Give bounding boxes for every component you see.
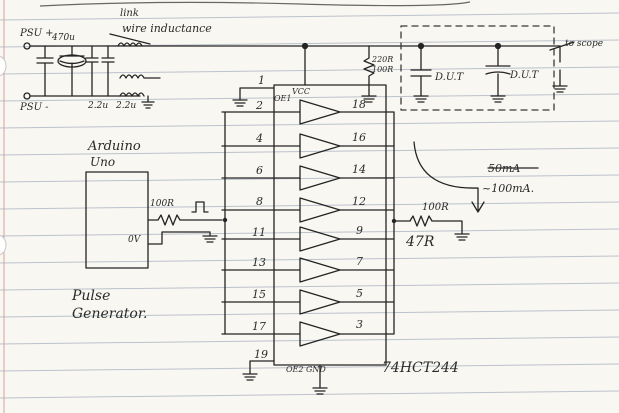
psu-minus-label: PSU -	[19, 102, 49, 113]
uno-label: Uno	[90, 155, 115, 169]
pin-number-right: 3	[356, 318, 363, 331]
pin-number-left: 4	[255, 132, 263, 145]
chip-part-label: 74HCT244	[382, 360, 459, 376]
pin19-ground	[242, 360, 275, 381]
pin-number-left: 6	[256, 164, 263, 177]
pin-number-left: 13	[252, 256, 266, 269]
inductor-a-label: 2.2u	[87, 101, 108, 111]
pin-number-left: 15	[252, 288, 266, 301]
pin-number-left: 17	[252, 320, 266, 333]
link-label: link	[120, 8, 139, 19]
inductance-coil-top	[117, 42, 143, 47]
rule-lines	[0, 12, 619, 399]
current-label: ~100mA.	[482, 182, 534, 195]
load-resistor-47r	[393, 215, 470, 241]
buffer-wiring	[221, 111, 395, 335]
oe1-pin-label: OE1	[274, 94, 292, 103]
inductance-coil-mid	[119, 74, 161, 79]
dut-dashed-box	[400, 25, 555, 111]
inductor-b-label: 2.2u	[115, 101, 136, 111]
res-100r-output-label: 100R	[150, 199, 174, 209]
pin-number-left: 2	[255, 99, 263, 112]
dut-a-label: D.U.T	[434, 72, 465, 83]
pin-number-right: 7	[356, 255, 363, 268]
pin-number-right: 16	[352, 131, 366, 144]
psu-ground-symbol	[141, 95, 155, 109]
pulse-label: Pulse	[71, 288, 110, 304]
pin-number-right: 9	[356, 224, 363, 237]
pin-number-left: 1	[258, 74, 265, 87]
wire-inductance-label: wire inductance	[122, 22, 212, 35]
junction-dots	[222, 217, 397, 224]
link-arrow	[109, 33, 151, 45]
pin-number-left: 8	[256, 195, 263, 208]
electrolytic-capacitor-symbol	[57, 45, 87, 97]
pulse-waveform-icon	[191, 201, 209, 213]
resistor-220r-symbol	[363, 45, 375, 91]
pin-number-left: 19	[254, 348, 268, 361]
pin-number-right: 12	[352, 195, 366, 208]
cut-off-heading-scribble	[39, 1, 471, 7]
to-scope-arrow	[549, 41, 575, 51]
dut-capacitor-a-symbol	[410, 45, 432, 103]
current-flow-arrow	[413, 141, 485, 213]
capacitor-470u-symbol	[36, 45, 54, 97]
to-scope-label: to scope	[565, 39, 603, 49]
chip-gnd-symbol	[312, 364, 328, 395]
generator-label: Generator.	[72, 306, 147, 322]
res-220r-label: 220R	[371, 55, 393, 64]
pin1-oe-ground	[232, 87, 275, 107]
cap-470u-label: 470u	[51, 33, 75, 43]
resistor-100r-output	[147, 214, 223, 226]
ic-74hct244-body	[273, 84, 387, 366]
scope-probe-symbol	[552, 45, 568, 93]
strikethrough-current-label: 50mA	[488, 162, 520, 175]
arduino-ground-wire	[147, 231, 218, 245]
binder-holes	[0, 55, 7, 256]
dut-b-label: D.U.T	[509, 70, 540, 81]
res-100r-right-label: 100R	[422, 202, 449, 213]
dut-capacitor-b-symbol	[485, 45, 511, 103]
arduino-label: Arduino	[87, 139, 141, 154]
inductance-coil-bottom	[119, 92, 145, 97]
vcc-pin-label: VCC	[292, 87, 310, 96]
gnd-pin-label: OE2 GND	[286, 365, 326, 374]
decoupling-caps-symbol	[85, 45, 115, 97]
res-ground-symbol	[361, 89, 377, 103]
pin-number-left: 11	[252, 226, 266, 239]
pin-number-right: 18	[352, 98, 366, 111]
res-47r-label: 47R	[405, 234, 435, 250]
pin-number-right: 5	[356, 287, 363, 300]
zero-volt-label: 0V	[128, 235, 142, 245]
res-100r-top-label: 100R	[372, 65, 393, 74]
pin-number-right: 14	[352, 163, 366, 176]
psu-plus-label: PSU +	[19, 28, 54, 39]
